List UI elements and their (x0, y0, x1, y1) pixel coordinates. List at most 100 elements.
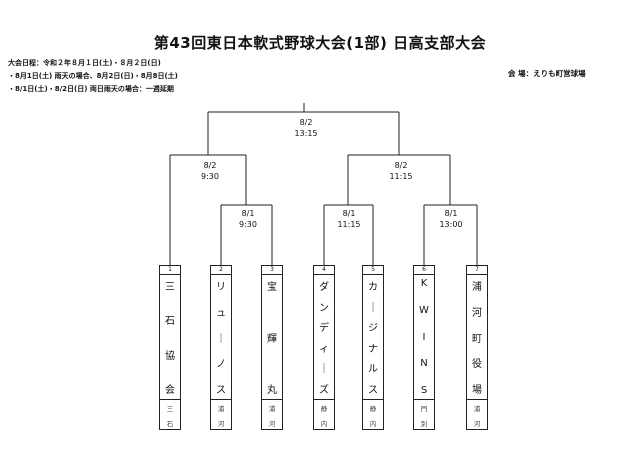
schedule-line: ・8月1日(土) 雨天の場合、8月2日(日)・8月8日(土) (8, 72, 178, 80)
team-name-char: ｜ (368, 302, 378, 314)
team-name-char: ダ (319, 282, 329, 293)
match-date: 8/2 (299, 118, 313, 127)
match-date: 8/2 (203, 161, 217, 170)
team-region-char: 三 (166, 404, 174, 413)
match-time: 13:15 (294, 129, 318, 138)
team-region: 門別 (414, 400, 434, 430)
team-number: 6 (414, 266, 434, 275)
team-region: 浦河 (262, 400, 282, 430)
team-region: 浦河 (211, 400, 231, 430)
schedule-line: 大会日程：令和２年８月１日(土)・８月２日(日) (8, 59, 161, 67)
team-number: 5 (363, 266, 383, 275)
team-name-char: 石 (165, 316, 175, 328)
team-region-char: 別 (420, 419, 428, 428)
match-final: 8/2 13:15 (276, 117, 336, 139)
team-number: 3 (262, 266, 282, 275)
schedule-line: ・8/1日(土)・8/2日(日) 両日雨天の場合：一週延期 (8, 85, 174, 93)
match-r1b: 8/1 11:15 (319, 208, 379, 230)
team-name-char: 河 (472, 307, 482, 319)
match-time: 13:00 (439, 220, 463, 229)
match-date: 8/1 (444, 209, 458, 218)
team-box: 2 リュ ｜ ノス浦河 (210, 265, 232, 430)
team-region-char: 河 (217, 419, 225, 428)
team-name-char: 宝 (267, 282, 277, 293)
team-name-char: 協 (165, 350, 175, 362)
team-name-char: ｜ (319, 364, 329, 376)
team-name-char: ス (368, 384, 378, 396)
team-name-char: ル (368, 364, 378, 376)
team-name: 浦河町役場 (467, 275, 487, 400)
match-time: 9:30 (239, 220, 257, 229)
match-semi2: 8/2 11:15 (371, 160, 431, 182)
team-name-char: リ (216, 282, 226, 293)
team-number: 7 (467, 266, 487, 275)
team-name-char: ィ (319, 343, 329, 355)
team-region-char: 浦 (268, 404, 276, 413)
team-number: 4 (314, 266, 334, 275)
team-number: 1 (160, 266, 180, 275)
team-region: 静内 (363, 400, 383, 430)
team-name: 三石協会 (160, 275, 180, 400)
team-name: ダンディ｜ズ (314, 275, 334, 400)
team-region-char: 浦 (473, 404, 481, 413)
team-name-char: 三 (165, 282, 175, 293)
match-time: 11:15 (389, 172, 413, 181)
team-name-char: 浦 (472, 282, 482, 293)
team-name-char: 輝 (267, 333, 277, 345)
final-line (207, 103, 400, 155)
team-region-char: 河 (268, 419, 276, 428)
team-region-char: 静 (369, 404, 377, 413)
team-name-char: W (419, 304, 429, 316)
team-name-char: 役 (472, 359, 482, 371)
team-name-char: ュ (216, 307, 226, 319)
team-region: 浦河 (467, 400, 487, 430)
team-region-char: 静 (320, 404, 328, 413)
match-semi1: 8/2 9:30 (180, 160, 240, 182)
team-name-char: S (420, 385, 428, 396)
team-name: リュ ｜ ノス (211, 275, 231, 400)
team-number: 2 (211, 266, 231, 275)
team-name: 宝輝丸 (262, 275, 282, 400)
r1a-line (220, 204, 273, 265)
team-name-char: ン (319, 302, 329, 314)
team-region-char: 内 (320, 419, 328, 428)
team-name-char: ノ (216, 359, 226, 371)
team-name-char: I (422, 331, 426, 343)
venue: 会 場：えりも町営球場 (508, 69, 586, 78)
team-name-char: 丸 (267, 385, 277, 396)
r1c-line (423, 204, 478, 265)
team-name-char: 会 (165, 384, 175, 396)
team-name-char: ズ (319, 384, 329, 396)
team-name-char: K (420, 278, 428, 289)
team-name-char: 場 (472, 385, 482, 396)
team-name-char: カ (368, 282, 378, 293)
team-region-char: 門 (420, 404, 428, 413)
match-time: 11:15 (337, 220, 361, 229)
match-date: 8/2 (394, 161, 408, 170)
team-region: 静内 (314, 400, 334, 430)
match-time: 9:30 (201, 172, 219, 181)
team-name-char: 町 (472, 333, 482, 345)
r1b-line (323, 204, 374, 265)
match-date: 8/1 (342, 209, 356, 218)
team-region-char: 内 (369, 419, 377, 428)
semi2-line (347, 154, 451, 205)
team-name-char: ナ (368, 343, 378, 355)
team-region-char: 石 (166, 419, 174, 428)
team-name: カ｜ジナルス (363, 275, 383, 400)
match-r1c: 8/1 13:00 (421, 208, 481, 230)
page-title: 第43回東日本軟式野球大会(1部) 日高支部大会 (153, 34, 487, 52)
team-name-char: ス (216, 385, 226, 396)
semi1-line (169, 154, 247, 265)
team-region: 三石 (160, 400, 180, 430)
team-name-char: ｜ (216, 333, 226, 345)
